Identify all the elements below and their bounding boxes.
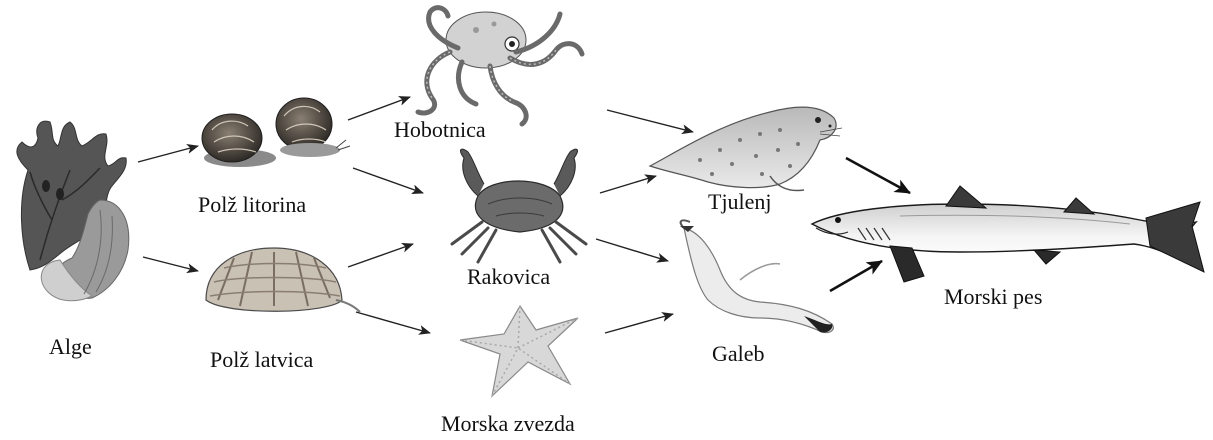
label-polz-litorina: Polž litorina (198, 193, 306, 217)
arrow-tjulenj-to-morski-pes (846, 158, 910, 193)
arrow-rakovica-to-tjulenj (600, 176, 656, 193)
label-morski-pes: Morski pes (944, 285, 1042, 309)
arrow-litorina-to-rakovica (353, 168, 423, 193)
label-morska-zvezda: Morska zvezda (441, 412, 575, 436)
arrow-hobotnica-to-tjulenj (607, 110, 693, 132)
hobotnica-illustration (418, 8, 582, 124)
arrow-zvezda-to-galeb (605, 314, 673, 333)
arrow-rakovica-to-galeb (596, 239, 668, 261)
tjulenj-illustration (650, 107, 842, 190)
rakovica-illustration (452, 149, 586, 262)
polz-litorina-illustration (202, 98, 350, 167)
label-polz-latvica: Polž latvica (210, 348, 313, 372)
label-rakovica: Rakovica (467, 265, 550, 289)
arrow-alge-to-litorina (138, 146, 198, 162)
galeb-illustration (680, 220, 833, 332)
label-tjulenj: Tjulenj (708, 190, 772, 214)
label-galeb: Galeb (712, 342, 765, 366)
arrow-alge-to-latvica (143, 257, 198, 271)
morska-zvezda-illustration (460, 306, 578, 396)
arrow-latvica-to-rakovica (348, 244, 413, 267)
alge-illustration (17, 121, 129, 301)
arrow-latvica-to-zvezda (356, 312, 430, 333)
label-alge: Alge (49, 335, 92, 359)
polz-latvica-illustration (206, 248, 360, 312)
label-hobotnica: Hobotnica (394, 118, 486, 142)
arrow-galeb-to-morski-pes (830, 261, 882, 291)
